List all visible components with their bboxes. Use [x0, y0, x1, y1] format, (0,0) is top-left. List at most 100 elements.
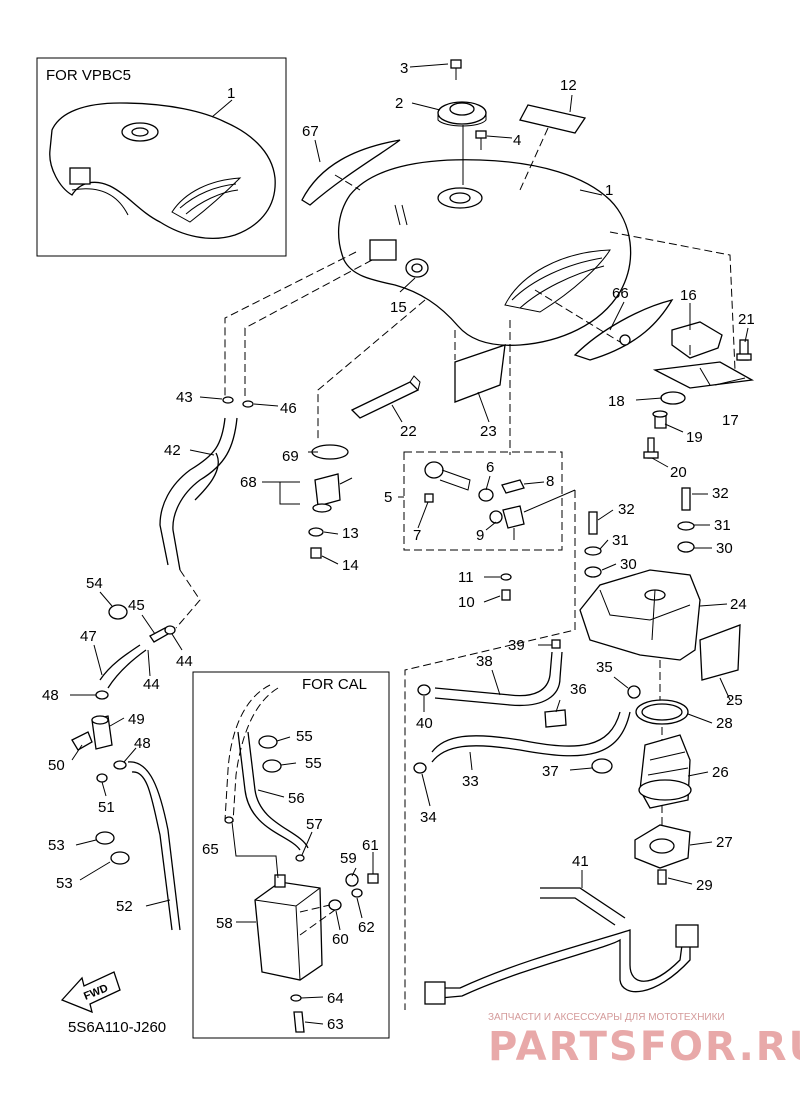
nut-30b — [677, 541, 695, 553]
callout-32a: 32 — [618, 501, 635, 518]
callout-61: 61 — [362, 837, 379, 854]
callout-5: 5 — [384, 489, 392, 506]
inset-cal: FOR CAL — [192, 671, 390, 1039]
callout-25: 25 — [726, 692, 743, 709]
callout-44b: 44 — [143, 676, 160, 693]
callout-51: 51 — [98, 799, 115, 816]
connector-right — [675, 924, 699, 948]
leader-lines — [70, 63, 749, 1025]
clamp-55a — [258, 735, 278, 749]
callout-58: 58 — [216, 915, 233, 932]
callout-20: 20 — [670, 464, 687, 481]
callout-48a: 48 — [42, 687, 59, 704]
bolt-21 — [736, 339, 752, 361]
clamp-46 — [242, 400, 254, 408]
callout-31b: 31 — [714, 517, 731, 534]
callout-9: 9 — [476, 527, 484, 544]
callout-8: 8 — [546, 473, 554, 490]
callout-57: 57 — [306, 816, 323, 833]
bracket-17 — [652, 361, 755, 389]
callout-22: 22 — [400, 423, 417, 440]
clip-34 — [413, 762, 427, 774]
callout-39: 39 — [508, 637, 525, 654]
callout-4: 4 — [513, 132, 521, 149]
callout-35: 35 — [596, 659, 613, 676]
watermark: ЗАПЧАСТИ И АКСЕССУАРЫ ДЛЯ МОТОТЕХНИКИ PA… — [488, 1012, 800, 1070]
callout-16: 16 — [680, 287, 697, 304]
callout-46: 46 — [280, 400, 297, 417]
callout-44a: 44 — [176, 653, 193, 670]
callout-19: 19 — [686, 429, 703, 446]
connector-left — [424, 981, 446, 1005]
callout-49: 49 — [128, 711, 145, 728]
callout-45: 45 — [128, 597, 145, 614]
washer-11 — [500, 573, 512, 581]
callout-14: 14 — [342, 557, 359, 574]
callout-59: 59 — [340, 850, 357, 867]
gasket-28 — [635, 699, 689, 725]
clamp-48b — [113, 760, 127, 770]
clip-51 — [96, 773, 108, 783]
sender-unit-5 — [403, 451, 576, 551]
bolt-3 — [450, 59, 462, 80]
bracket-16 — [671, 321, 723, 359]
callout-11: 11 — [458, 569, 474, 586]
callout-52: 52 — [116, 898, 133, 915]
clamp-54 — [108, 604, 128, 620]
clip-64 — [290, 994, 302, 1002]
damper-18 — [660, 391, 686, 405]
callout-53b: 53 — [56, 875, 73, 892]
callout-13: 13 — [342, 525, 359, 542]
callout-1: 1 — [605, 182, 613, 199]
cap-59 — [345, 873, 359, 887]
bolt-32a — [588, 511, 598, 535]
hose-63 — [293, 1011, 305, 1033]
inset-vpbc5-label: FOR VPBC5 — [46, 67, 131, 84]
tank-connector — [369, 239, 397, 261]
callout-64: 64 — [327, 990, 344, 1007]
collar-60 — [328, 899, 342, 911]
diagram-code: 5S6A110-J260 — [68, 1019, 166, 1036]
callout-31a: 31 — [612, 532, 629, 549]
callout-15: 15 — [390, 299, 407, 316]
bolt-4 — [475, 130, 487, 150]
pad-25 — [699, 624, 741, 681]
damper-22 — [350, 375, 421, 419]
screw-61 — [367, 873, 379, 884]
inset-cal-label: FOR CAL — [302, 676, 367, 693]
filler-cap — [437, 101, 487, 127]
emblem-67 — [301, 139, 401, 206]
callout-33: 33 — [462, 773, 479, 790]
clamp-37 — [591, 758, 613, 774]
fuel-tank — [337, 159, 632, 346]
clamp-53a — [95, 831, 115, 845]
callout-30b: 30 — [716, 540, 733, 557]
inset-vpbc5: FOR VPBC5 1 — [36, 57, 287, 257]
screw-14 — [310, 547, 322, 559]
protector-23 — [454, 344, 506, 403]
callout-37: 37 — [542, 763, 559, 780]
callout-3: 3 — [400, 60, 408, 77]
callout-36: 36 — [570, 681, 587, 698]
washer-31b — [677, 521, 695, 531]
callout-numbers: 3 2 4 12 1 67 15 66 16 21 17 18 19 20 22… — [42, 60, 755, 1033]
callout-34: 34 — [420, 809, 437, 826]
clip-35 — [627, 685, 641, 699]
inset-fuel-tank — [49, 102, 276, 240]
callout-68: 68 — [240, 474, 257, 491]
valve-49 — [91, 715, 113, 750]
wire-harness-41 — [424, 887, 699, 1005]
callout-53a: 53 — [48, 837, 65, 854]
callout-48b: 48 — [134, 735, 151, 752]
clip-44 — [164, 625, 176, 635]
callout-21: 21 — [738, 311, 755, 328]
callout-7: 7 — [413, 527, 421, 544]
callout-67: 67 — [302, 123, 319, 140]
callout-54: 54 — [86, 575, 103, 592]
clip-36 — [544, 709, 567, 728]
callout-26: 26 — [712, 764, 729, 781]
callout-27: 27 — [716, 834, 733, 851]
callout-55a: 55 — [296, 728, 313, 745]
hose-52 — [127, 761, 181, 931]
